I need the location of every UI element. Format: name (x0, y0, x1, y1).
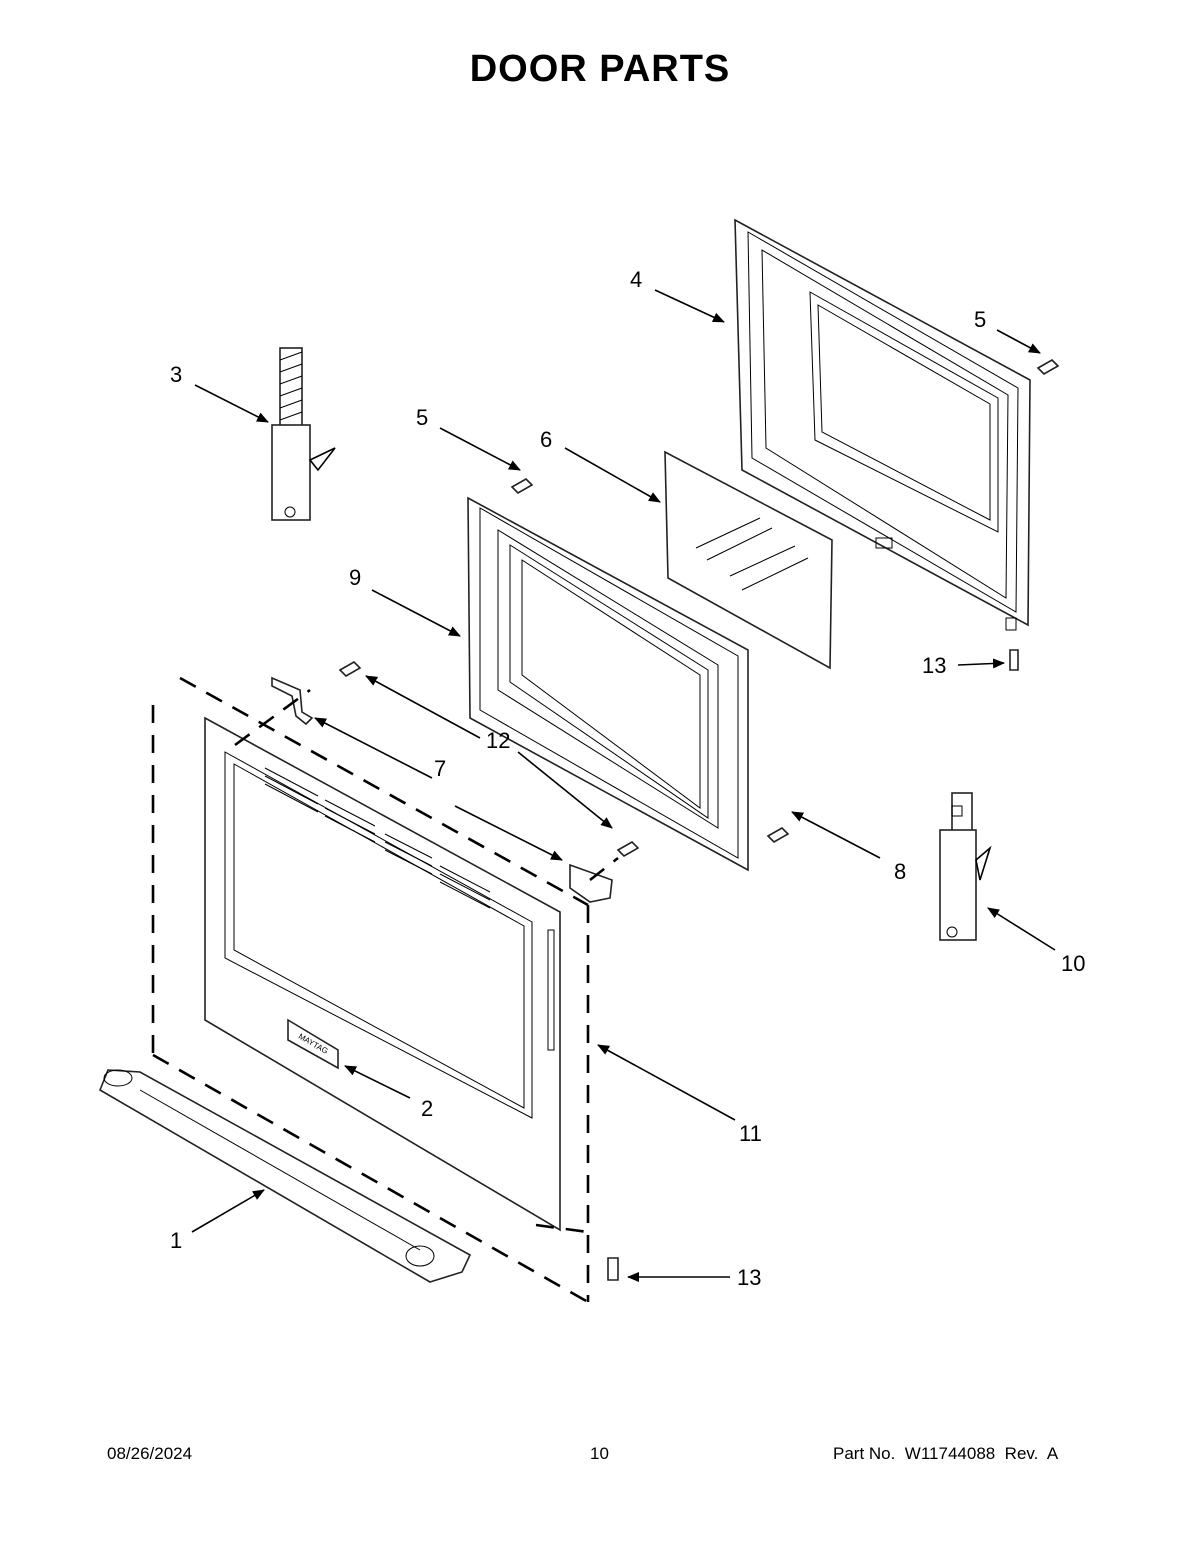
callout-10: 10 (1061, 951, 1085, 976)
callout-13-upper: 13 (922, 653, 946, 678)
screw-12b (616, 841, 640, 857)
callout-labels: 4 5 3 5 6 9 13 12 7 8 10 2 11 1 13 (170, 267, 1085, 1290)
page-title: DOOR PARTS (469, 48, 731, 90)
door-assembly-outline (151, 676, 619, 1304)
callout-11: 11 (739, 1121, 762, 1146)
callout-13-lower: 13 (737, 1265, 761, 1290)
door-bracket-right (569, 863, 613, 903)
callout-5-upper: 5 (974, 307, 986, 332)
screw-13-upper (1009, 649, 1019, 671)
callout-3: 3 (170, 362, 182, 387)
footer-part-number: Part No. W11744088 Rev. A (833, 1444, 1059, 1463)
callout-9: 9 (349, 565, 361, 590)
callout-7: 7 (434, 756, 446, 781)
callout-12: 12 (486, 728, 510, 753)
inner-door-panel (734, 218, 1031, 631)
callout-2: 2 (421, 1096, 433, 1121)
callout-4: 4 (630, 267, 642, 292)
footer-page-number: 10 (590, 1444, 609, 1463)
door-bracket-left (271, 676, 314, 726)
screw-13-lower (607, 1257, 619, 1281)
door-hinge-right (939, 792, 992, 941)
door-handle (99, 1069, 472, 1283)
callout-5-lower: 5 (416, 405, 428, 430)
door-liner (467, 496, 749, 872)
screw-5-lower (510, 478, 534, 494)
callout-1: 1 (170, 1228, 182, 1253)
door-glass (664, 450, 833, 670)
screw-12 (338, 661, 362, 677)
screw-5-upper (1036, 359, 1060, 375)
screw-8 (766, 827, 790, 843)
door-hinge-left (271, 347, 336, 521)
leader-lines (191, 289, 1056, 1282)
footer-date: 08/26/2024 (107, 1444, 193, 1463)
outer-door-panel: MAYTAG (204, 716, 561, 1232)
callout-6: 6 (540, 427, 552, 452)
callout-8: 8 (894, 859, 906, 884)
